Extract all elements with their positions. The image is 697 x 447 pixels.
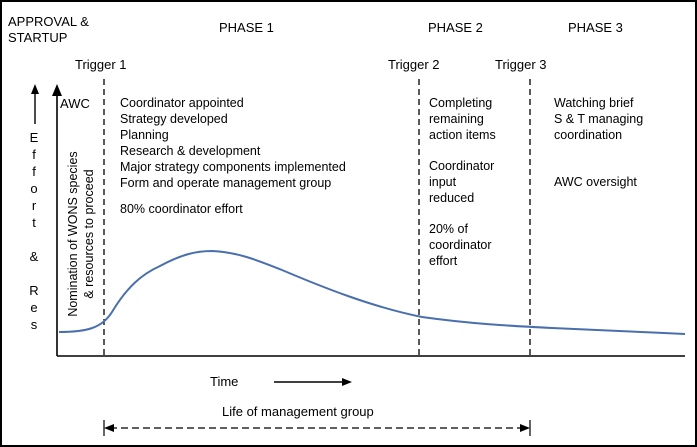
effort-curve [58, 249, 686, 335]
phase1-item: Strategy developed [120, 112, 228, 126]
y-label-arrow-head [31, 84, 39, 94]
phase2-effort: coordinator [429, 238, 492, 252]
phase2-reduced: reduced [429, 191, 475, 205]
phase1-effort: 80% coordinator effort [120, 202, 243, 216]
phase2-effort: effort [429, 254, 458, 268]
phase3-oversight: AWC oversight [554, 175, 637, 189]
phase3-item: Watching brief [554, 96, 634, 110]
y-letter: r [31, 198, 37, 213]
y-letter: f [32, 147, 36, 162]
phase1-item: Coordinator appointed [120, 96, 244, 110]
trigger-2-label: Trigger 2 [388, 57, 440, 72]
y-letter: t [32, 215, 36, 230]
y-letter [24, 232, 44, 249]
phase1-header: PHASE 1 [219, 20, 274, 35]
phase2-item: action items [429, 128, 496, 142]
time-arrow-head [342, 378, 352, 386]
y-axis-label: E f f o r t & R e s [24, 130, 44, 334]
awc-label: AWC [60, 96, 90, 111]
phase2-reduced: input [429, 175, 457, 189]
phase1-item: Form and operate management group [120, 176, 332, 190]
phase1-item: Planning [120, 128, 169, 142]
time-label: Time [210, 374, 239, 389]
nomination-text: Nomination of WONS species & resources t… [66, 151, 96, 317]
trigger-3-label: Trigger 3 [495, 57, 547, 72]
y-axis-arrowhead [52, 84, 62, 96]
y-letter [24, 266, 44, 283]
phase2-effort: 20% of [429, 222, 468, 236]
phase2-header: PHASE 2 [428, 20, 483, 35]
phase2-item: Completing [429, 96, 493, 110]
phase1-text-block: Coordinator appointed Strategy developed… [120, 95, 346, 217]
phase3-item: coordination [554, 128, 623, 142]
trigger-1-label: Trigger 1 [75, 57, 127, 72]
y-letter: e [30, 300, 38, 315]
phase3-header: PHASE 3 [568, 20, 623, 35]
life-arrow-right-head [520, 424, 530, 432]
y-letter: R [29, 283, 39, 298]
approval-header-line2: STARTUP [8, 30, 68, 45]
life-label: Life of management group [222, 404, 374, 419]
y-letter: E [29, 130, 39, 145]
phase2-item: remaining [429, 112, 484, 126]
life-arrow-left-head [104, 424, 114, 432]
phase2-reduced: Coordinator [429, 159, 495, 173]
y-letter: & [29, 249, 39, 264]
phase2-text-block: Completing remaining action items Coordi… [429, 95, 496, 269]
y-letter: f [32, 164, 36, 179]
phase1-item: Major strategy components implemented [120, 160, 346, 174]
y-letter: o [30, 181, 38, 196]
phase1-item: Research & development [120, 144, 261, 158]
y-letter: s [30, 317, 38, 332]
phase3-item: S & T managing [554, 112, 644, 126]
approval-header-line1: APPROVAL & [8, 14, 89, 29]
phase3-text-block: Watching brief S & T managing coordinati… [554, 95, 643, 190]
